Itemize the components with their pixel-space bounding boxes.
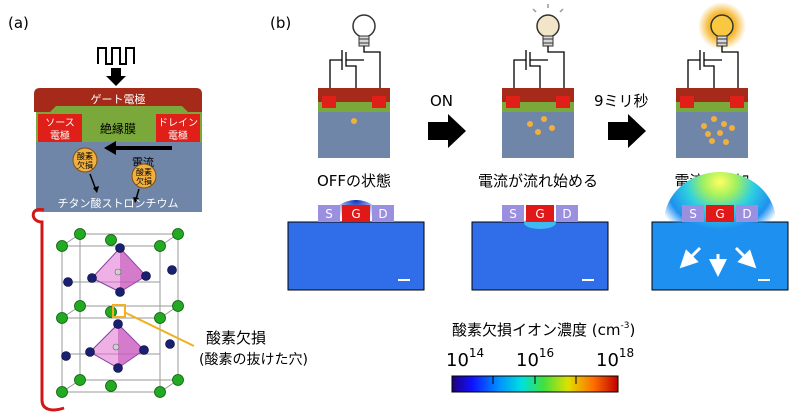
- map-inc-s-label: S: [689, 207, 697, 221]
- vacancy-arrow-left-icon: [89, 173, 97, 191]
- transition-time-label: 9ミリ秒: [594, 92, 649, 110]
- drain-label-2: 電極: [168, 129, 188, 142]
- device-inc-insulator: [676, 102, 748, 112]
- state-off-label: OFFの状態: [317, 172, 391, 190]
- ti-atom-upper: [114, 268, 122, 276]
- vacancy-dots: [527, 116, 555, 135]
- transition-on-label: ON: [430, 92, 453, 110]
- vacancy-marker: [112, 304, 126, 318]
- drain-electrode: [156, 114, 200, 142]
- vacancy-label-right-1: 酸素: [136, 167, 152, 177]
- map-on-d-label: D: [562, 207, 571, 221]
- callout-label-1: 酸素欠損: [206, 329, 266, 347]
- map-off-g-label: G: [351, 207, 360, 221]
- device-increase: [676, 2, 748, 158]
- device-off-source: [322, 96, 336, 108]
- map-on-g-label: G: [535, 207, 544, 221]
- bulb-off-icon: [352, 14, 376, 47]
- colorbar-title: 酸素欠損イオン濃度 (cm-3): [452, 321, 635, 339]
- vacancy-label-right-2: 欠損: [136, 176, 152, 186]
- vacancy-dots: [701, 116, 735, 145]
- map-inc-g-pad: [706, 205, 734, 222]
- panel-a-label: (a): [8, 14, 29, 32]
- device-off-drain: [372, 96, 386, 108]
- device-on-source: [506, 96, 520, 108]
- diffusion-arrow-right-icon: [734, 246, 757, 269]
- concentration-map-on: [471, 217, 609, 291]
- colorbar-tick-mid: 1016: [516, 346, 554, 371]
- map-off-d-label: D: [378, 207, 387, 221]
- circuit-wires: [329, 46, 381, 90]
- vacancy-label-left-1: 酸素: [77, 151, 93, 161]
- map-off-s-label: S: [325, 207, 333, 221]
- device-off-insulator: [318, 102, 390, 112]
- map-inc-d-pad: [736, 205, 758, 222]
- map-on-s-pad: [502, 205, 524, 222]
- vacancy-arrowhead-right-icon: [133, 197, 139, 203]
- state-on-label: 電流が流れ始める: [478, 172, 598, 190]
- drain-label-1: ドレイン: [158, 118, 198, 129]
- map-on-s-label: S: [509, 207, 517, 221]
- bulb-dim-icon: [532, 4, 564, 47]
- device-on-insulator: [502, 102, 574, 112]
- gate-electrode: [34, 88, 202, 112]
- vacancy-bubble-right: [131, 163, 157, 189]
- map-inc-s-pad: [682, 205, 704, 222]
- transistor-cross-section: [34, 88, 202, 212]
- vacancy-bubble-left: [72, 147, 98, 173]
- colorbar-tick-min: 1014: [446, 346, 484, 371]
- callout-label-2: (酸素の抜けた穴): [199, 352, 308, 368]
- map-inc-d-label: D: [742, 207, 751, 221]
- colorbar-tick-max: 1018: [596, 346, 634, 371]
- bulb-on-icon: [710, 14, 734, 47]
- device-off: [318, 14, 390, 158]
- transition-arrow-1-icon: [428, 114, 466, 148]
- colorbar-ticks: [492, 376, 577, 384]
- callout-line: [123, 311, 195, 347]
- gate-label: ゲート電極: [91, 92, 146, 106]
- map-on-d-pad: [556, 205, 578, 222]
- device-inc-drain: [730, 96, 744, 108]
- map-inc-g-label: G: [715, 207, 724, 221]
- insulator-label: 絶縁膜: [100, 121, 136, 136]
- concentration-map-increase: [651, 172, 789, 291]
- map-on-g-pad: [526, 205, 554, 222]
- diffusion-arrow-left-icon: [679, 246, 702, 269]
- map-off-s-pad: [318, 205, 340, 222]
- device-inc-source: [680, 96, 694, 108]
- map-off-d-pad: [372, 205, 394, 222]
- vacancy-dot: [351, 118, 357, 124]
- vacancy-label-left-2: 欠損: [77, 160, 93, 170]
- source-label-2: 電極: [50, 129, 70, 142]
- zoom-bracket: [31, 207, 65, 412]
- transition-arrow-2-icon: [608, 114, 646, 148]
- device-on: [502, 4, 574, 158]
- panel-b-label: (b): [270, 14, 291, 32]
- circuit-wires: [687, 46, 739, 90]
- source-label-1: ソース: [45, 118, 75, 129]
- substrate-label: チタン酸ストロンチウム: [58, 196, 179, 210]
- map-off-g-pad: [342, 205, 370, 222]
- source-electrode: [38, 114, 82, 142]
- current-arrow-icon: [104, 141, 172, 155]
- pulse-waveform-icon: [97, 47, 135, 65]
- ti-atom-lower: [112, 343, 120, 351]
- o-atoms: [61, 243, 177, 373]
- vacancy-arrowhead-left-icon: [93, 186, 99, 193]
- vacancy-arrow-right-icon: [135, 188, 140, 200]
- device-on-drain: [556, 96, 570, 108]
- circuit-wires: [513, 46, 565, 90]
- down-arrow-icon: [106, 68, 126, 86]
- substrate-layer: [36, 140, 202, 212]
